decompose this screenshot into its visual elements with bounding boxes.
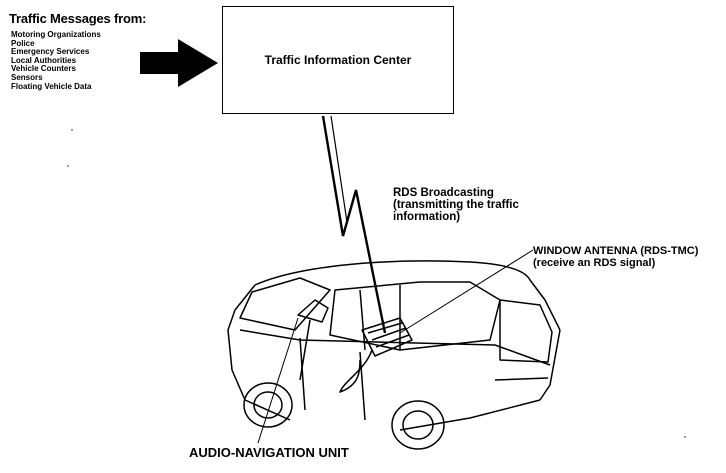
antenna-line: (receive an RDS signal) xyxy=(533,257,656,269)
source-item: Police xyxy=(11,38,35,48)
source-item: Sensors xyxy=(11,72,43,82)
source-item: Floating Vehicle Data xyxy=(11,81,92,91)
rds-line: (transmitting the traffic xyxy=(393,199,519,211)
center-label: Traffic Information Center xyxy=(264,53,412,67)
antenna-leader xyxy=(399,249,534,334)
source-item: Vehicle Counters xyxy=(11,64,76,74)
signal-bolt xyxy=(321,115,387,334)
source-item: Emergency Services xyxy=(11,47,90,57)
source-item: Local Authorities xyxy=(11,55,77,65)
rds-line: information) xyxy=(393,211,461,223)
source-item: Motoring Organizations xyxy=(11,30,101,39)
antenna-line: WINDOW ANTENNA (RDS-TMC) xyxy=(533,245,699,257)
window-antenna-label: WINDOW ANTENNA (RDS-TMC) (receive an RDS… xyxy=(533,245,698,269)
sources-title: Traffic Messages from: xyxy=(9,11,147,26)
input-arrow xyxy=(140,39,218,87)
sources-list: Motoring Organizations Police Emergency … xyxy=(11,30,101,91)
audio-navigation-unit-label: AUDIO-NAVIGATION UNIT xyxy=(189,445,349,460)
audio-leader xyxy=(257,317,299,444)
rds-line: RDS Broadcasting xyxy=(393,187,494,199)
van-illustration xyxy=(227,260,561,450)
rds-broadcasting-label: RDS Broadcasting (transmitting the traff… xyxy=(393,187,519,223)
traffic-information-center-box: Traffic Information Center xyxy=(222,6,454,114)
